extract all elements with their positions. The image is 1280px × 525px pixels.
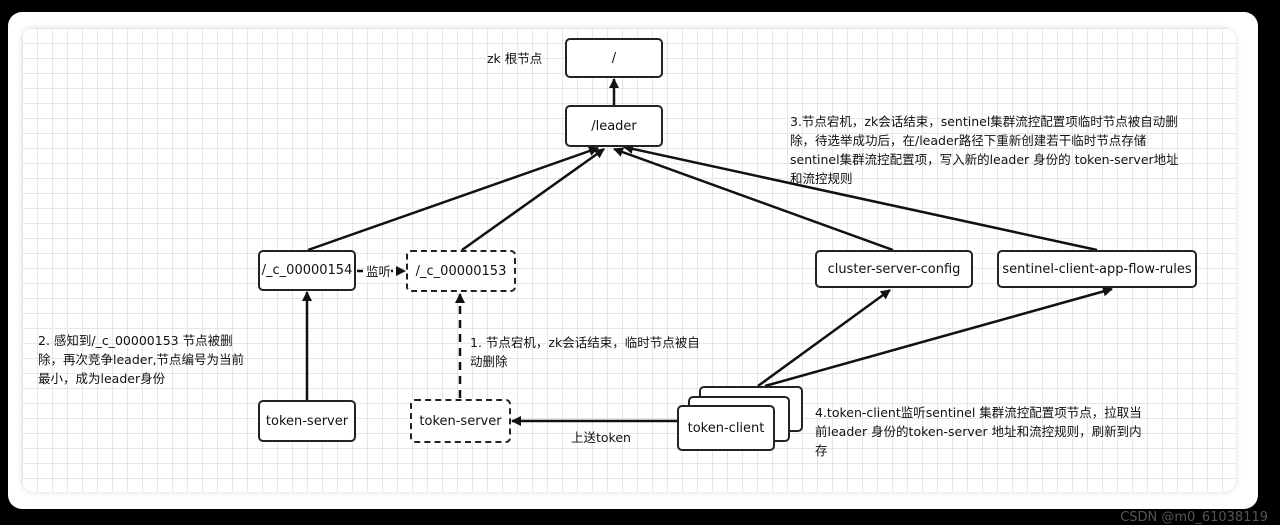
node-leader[interactable]: /leader bbox=[565, 105, 663, 147]
node-c153-deleted[interactable]: /_c_00000153 bbox=[406, 250, 516, 292]
node-cluster-server-config[interactable]: cluster-server-config bbox=[815, 250, 973, 288]
node-c154[interactable]: /_c_00000154 bbox=[258, 250, 356, 291]
node-token-client[interactable]: token-client bbox=[677, 405, 775, 451]
arrow-c153-to-leader bbox=[461, 147, 605, 252]
upload-token-label: 上送token bbox=[571, 430, 631, 445]
node-token-server-crashed[interactable]: token-server bbox=[410, 399, 511, 443]
note-3: 3.节点宕机，zk会话结束，sentinel集群流控配置项临时节点被自动删除，待… bbox=[790, 114, 1179, 186]
watch-label: 监听 bbox=[366, 262, 392, 281]
root-label: zk 根节点 bbox=[487, 51, 543, 66]
arrow-client-to-rules bbox=[764, 286, 1113, 388]
arrow-rules-to-leader bbox=[623, 144, 1098, 252]
arrow-client-to-config bbox=[757, 288, 891, 388]
arrow-config-to-leader bbox=[613, 147, 894, 252]
note-2: 2. 感知到/_c_00000153 节点被删除，再次竞争leader,节点编号… bbox=[38, 333, 245, 386]
watermark: CSDN @m0_61038119 bbox=[1120, 510, 1268, 525]
node-sentinel-flow-rules[interactable]: sentinel-client-app-flow-rules bbox=[997, 250, 1197, 288]
node-token-server-new-leader[interactable]: token-server bbox=[258, 400, 356, 442]
arrow-c154-to-leader bbox=[307, 146, 599, 252]
node-root[interactable]: / bbox=[565, 38, 663, 78]
note-1: 1. 节点宕机，zk会话结束，临时节点被自动删除 bbox=[470, 335, 700, 369]
note-4: 4.token-client监听sentinel 集群流控配置项节点，拉取当前l… bbox=[815, 405, 1142, 458]
